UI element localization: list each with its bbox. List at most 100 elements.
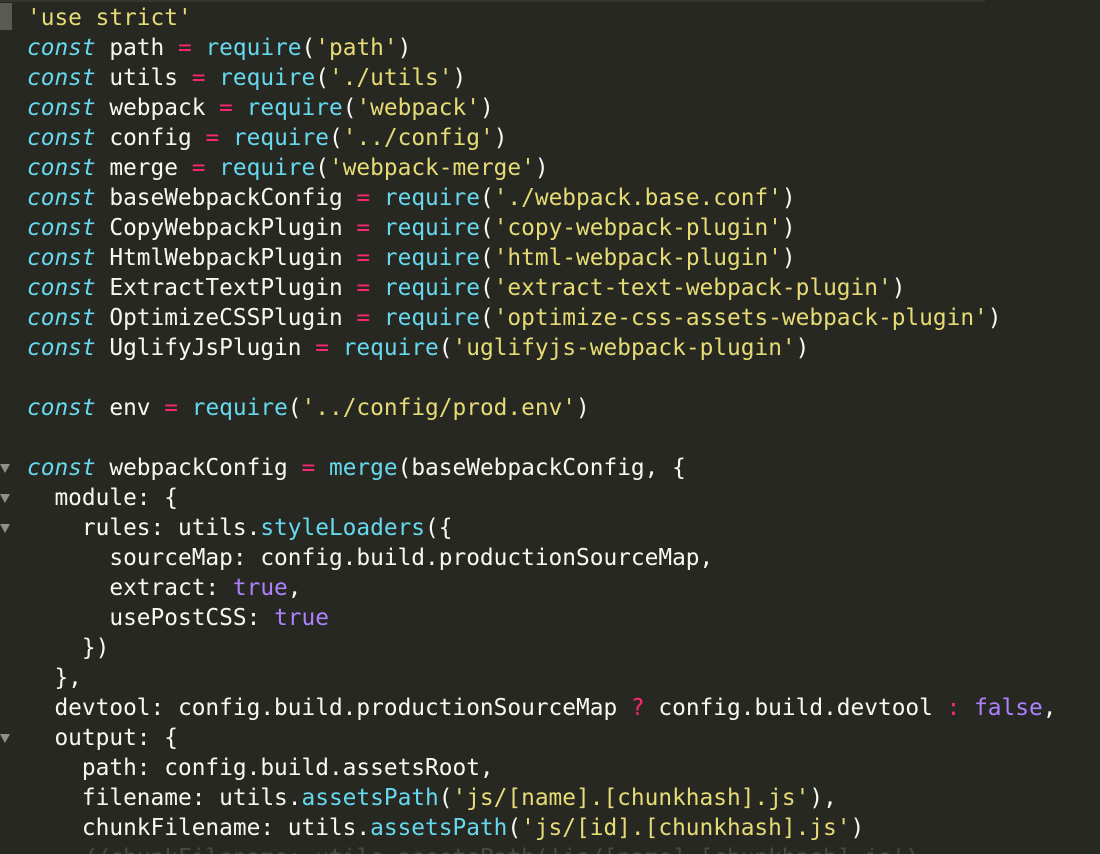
identifier-token: UglifyJsPlugin <box>95 335 316 361</box>
keyword-token: const <box>27 95 96 121</box>
function-token: require <box>205 35 302 61</box>
comment-token: //chunkFilename: utils.assetsPath('js/[n… <box>27 845 919 854</box>
code-line[interactable]: const config = require('../config') <box>0 123 1100 153</box>
code-line-content: const HtmlWebpackPlugin = require('html-… <box>27 243 796 273</box>
fold-arrow-icon[interactable] <box>0 464 10 473</box>
code-line[interactable]: const ExtractTextPlugin = require('extra… <box>0 273 1100 303</box>
punctuation-token: ( <box>287 395 302 421</box>
function-token: require <box>219 65 316 91</box>
code-line-content: const CopyWebpackPlugin = require('copy-… <box>27 213 796 243</box>
code-line-content: const env = require('../config/prod.env'… <box>27 393 590 423</box>
string-token: 'use strict' <box>27 5 192 31</box>
code-line-content: const merge = require('webpack-merge') <box>27 153 549 183</box>
keyword-token: const <box>27 35 96 61</box>
code-line[interactable]: const baseWebpackConfig = require('./web… <box>0 183 1100 213</box>
code-line[interactable]: module: { <box>0 483 1100 513</box>
code-line[interactable]: rules: utils.styleLoaders({ <box>0 513 1100 543</box>
fold-arrow-icon[interactable] <box>0 734 10 743</box>
keyword-token: const <box>27 245 96 271</box>
identifier-token <box>370 185 384 211</box>
property-token: devtool: config.build.productionSourceMa… <box>27 695 631 721</box>
code-line[interactable]: usePostCSS: true <box>0 603 1100 633</box>
code-line[interactable]: 'use strict' <box>0 3 1100 33</box>
fold-arrow-icon[interactable] <box>0 524 10 533</box>
string-token: 'html-webpack-plugin' <box>493 245 782 271</box>
identifier-token <box>370 245 384 271</box>
keyword-token: const <box>27 155 96 181</box>
keyword-token: const <box>27 215 96 241</box>
code-line[interactable]: devtool: config.build.productionSourceMa… <box>0 693 1100 723</box>
code-line-content: sourceMap: config.build.productionSource… <box>27 543 713 573</box>
operator-token: = <box>205 125 220 151</box>
property-token: module: { <box>27 485 178 511</box>
punctuation-token: ) <box>781 185 796 211</box>
function-token: require <box>383 245 480 271</box>
code-line-content: const ExtractTextPlugin = require('extra… <box>27 273 905 303</box>
code-line[interactable]: const CopyWebpackPlugin = require('copy-… <box>0 213 1100 243</box>
property-token: filename: utils. <box>27 785 302 811</box>
code-line[interactable]: const env = require('../config/prod.env'… <box>0 393 1100 423</box>
punctuation-token: ( <box>479 245 494 271</box>
literal-token: true <box>232 575 288 601</box>
code-line[interactable] <box>0 423 1100 453</box>
identifier-token: webpack <box>95 95 220 121</box>
punctuation-token: ( <box>507 815 522 841</box>
identifier-token <box>233 95 247 121</box>
string-token: './utils' <box>328 65 453 91</box>
punctuation-token: ) <box>534 155 549 181</box>
string-token: 'uglifyjs-webpack-plugin' <box>452 335 796 361</box>
property-token: path: config.build.assetsRoot, <box>27 755 494 781</box>
code-line[interactable]: const path = require('path') <box>0 33 1100 63</box>
code-line[interactable]: extract: true, <box>0 573 1100 603</box>
property-token: extract: <box>27 575 233 601</box>
function-token: require <box>246 95 343 121</box>
code-line[interactable]: const merge = require('webpack-merge') <box>0 153 1100 183</box>
code-line-content: devtool: config.build.productionSourceMa… <box>27 693 1056 723</box>
punctuation-token: }) <box>27 635 110 661</box>
code-line[interactable]: const utils = require('./utils') <box>0 63 1100 93</box>
code-line[interactable]: const webpackConfig = merge(baseWebpackC… <box>0 453 1100 483</box>
code-line-content: extract: true, <box>27 573 301 603</box>
code-line[interactable]: chunkFilename: utils.assetsPath('js/[id]… <box>0 813 1100 843</box>
function-token: require <box>232 125 329 151</box>
code-line[interactable]: }, <box>0 663 1100 693</box>
identifier-token <box>178 395 192 421</box>
function-token: assetsPath <box>370 815 508 841</box>
literal-token: true <box>274 605 329 631</box>
code-line[interactable]: sourceMap: config.build.productionSource… <box>0 543 1100 573</box>
operator-token: = <box>191 65 206 91</box>
identifier-token: webpackConfig <box>95 455 302 481</box>
code-line[interactable]: const OptimizeCSSPlugin = require('optim… <box>0 303 1100 333</box>
punctuation-token: ) <box>452 65 467 91</box>
code-line-content: const path = require('path') <box>27 33 411 63</box>
punctuation-token: ) <box>795 335 810 361</box>
code-line[interactable]: filename: utils.assetsPath('js/[name].[c… <box>0 783 1100 813</box>
code-line-content: const UglifyJsPlugin = require('uglifyjs… <box>27 333 809 363</box>
code-line[interactable]: const UglifyJsPlugin = require('uglifyjs… <box>0 333 1100 363</box>
string-token: '../config/prod.env' <box>301 395 577 421</box>
identifier-token: utils <box>95 65 192 91</box>
operator-token: = <box>315 335 329 361</box>
code-line[interactable]: output: { <box>0 723 1100 753</box>
code-line[interactable]: const webpack = require('webpack') <box>0 93 1100 123</box>
string-token: 'optimize-css-assets-webpack-plugin' <box>493 305 988 331</box>
code-area[interactable]: 'use strict'const path = require('path')… <box>0 3 1100 854</box>
code-line[interactable]: //chunkFilename: utils.assetsPath('js/[n… <box>0 843 1100 854</box>
fold-arrow-icon[interactable] <box>0 494 10 503</box>
operator-token: = <box>219 95 233 121</box>
function-token: require <box>219 155 316 181</box>
property-token: config.build.devtool <box>644 695 947 721</box>
code-line[interactable]: path: config.build.assetsRoot, <box>0 753 1100 783</box>
string-token: 'copy-webpack-plugin' <box>493 215 782 241</box>
operator-token: ? <box>630 695 645 721</box>
punctuation-token: ) <box>850 815 865 841</box>
code-line-content: filename: utils.assetsPath('js/[name].[c… <box>27 783 837 813</box>
code-line-content: module: { <box>27 483 178 513</box>
code-line[interactable]: const HtmlWebpackPlugin = require('html-… <box>0 243 1100 273</box>
code-line-content: output: { <box>27 723 178 753</box>
property-token: output: { <box>27 725 178 751</box>
code-line[interactable]: }) <box>0 633 1100 663</box>
code-line[interactable] <box>0 363 1100 393</box>
identifier-token: path <box>95 35 178 61</box>
